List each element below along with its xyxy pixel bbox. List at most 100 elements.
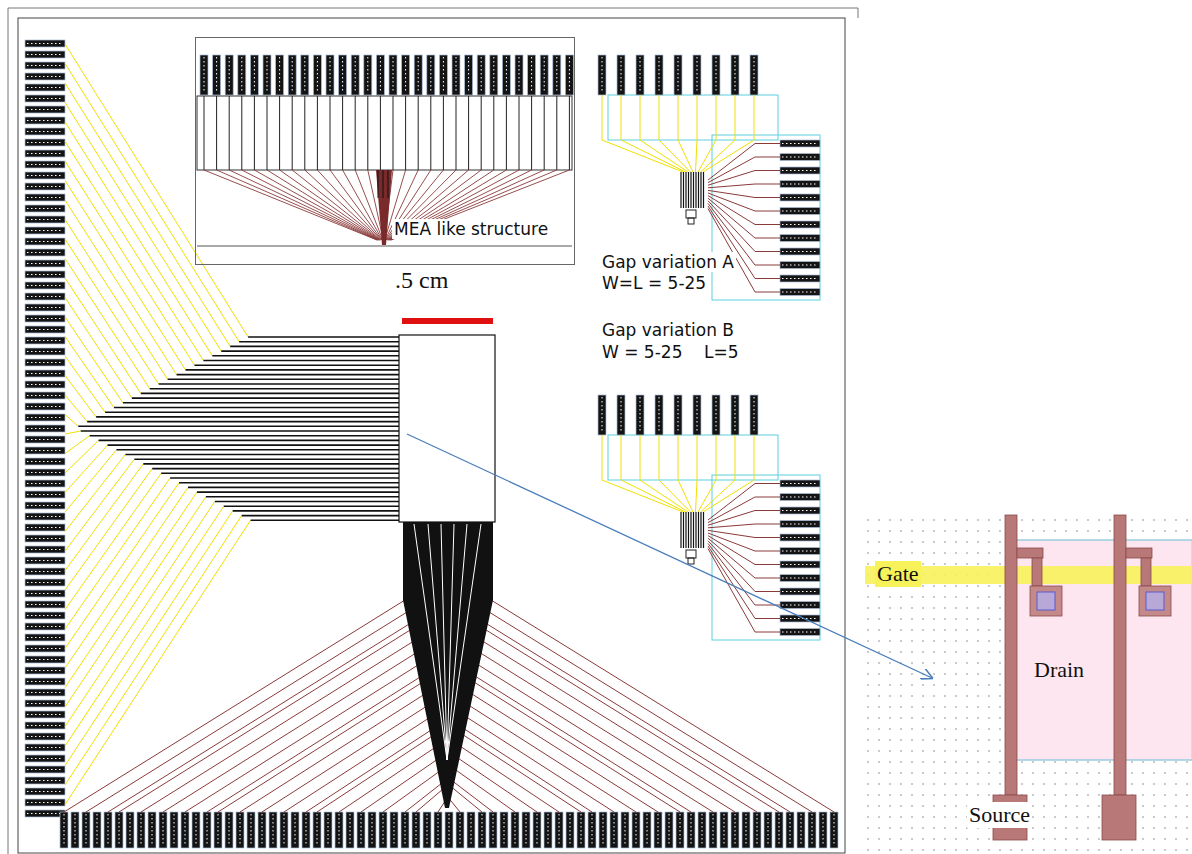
grid-dot [867, 695, 869, 697]
pad-stripe [27, 307, 63, 308]
pad-stripe [647, 814, 648, 846]
grid-dot [889, 552, 891, 554]
gate-finger [224, 505, 399, 507]
grid-dot [867, 805, 869, 807]
mea-frame [197, 246, 572, 247]
grid-dot [889, 717, 891, 719]
grid-dot [900, 827, 902, 829]
brown-trace [708, 484, 780, 521]
test-finger [683, 512, 684, 548]
grid-dot [999, 706, 1001, 708]
yellow-trace [659, 435, 691, 512]
pad-stripe [823, 814, 824, 846]
grid-dot [911, 519, 913, 521]
grid-dot [1109, 772, 1111, 774]
grid-dot [1054, 794, 1056, 796]
pad-stripe [782, 618, 818, 619]
bond-pad [71, 812, 79, 848]
mea-line [292, 96, 293, 170]
grid-dot [1175, 761, 1177, 763]
bond-pad [250, 55, 258, 95]
yellow-trace [65, 511, 233, 766]
grid-dot [922, 717, 924, 719]
grid-dot [933, 717, 935, 719]
pad-stripe [185, 814, 186, 846]
test-finger [703, 172, 704, 208]
leader-arrow [407, 434, 932, 678]
grid-dot [933, 739, 935, 741]
pad-stripe [27, 208, 63, 209]
gate-finger [152, 468, 399, 470]
grid-dot [1153, 794, 1155, 796]
grid-dot [867, 794, 869, 796]
grid-dot [878, 640, 880, 642]
grid-dot [867, 717, 869, 719]
bond-pad [401, 812, 409, 848]
bond-pad [238, 55, 246, 95]
grid-dot [966, 563, 968, 565]
bond-pad [780, 494, 820, 501]
pad-stripe [782, 591, 818, 592]
bond-pad [368, 812, 376, 848]
test-finger [698, 172, 699, 208]
pad-stripe [27, 175, 63, 176]
grid-dot [966, 618, 968, 620]
test-finger [680, 172, 681, 208]
grid-dot [999, 563, 1001, 565]
grid-dot [1076, 838, 1078, 840]
grid-dot [911, 695, 913, 697]
pad-stripe [614, 814, 615, 846]
grid-dot [988, 838, 990, 840]
pad-stripe [430, 57, 431, 93]
grid-dot [955, 684, 957, 686]
grid-dot [922, 761, 924, 763]
pad-stripe [27, 703, 63, 704]
bond-pad [25, 744, 65, 751]
grid-dot [911, 783, 913, 785]
gate-finger [141, 393, 399, 395]
grid-dot [1032, 519, 1034, 521]
test-finger [690, 172, 691, 208]
grid-dot [1043, 772, 1045, 774]
gate-stub [1141, 558, 1151, 586]
bond-pad [780, 534, 820, 541]
pad-stripe [204, 57, 205, 93]
grid-dot [1109, 530, 1111, 532]
bond-pad [203, 812, 211, 848]
brown-trace [339, 748, 434, 812]
grid-dot [966, 629, 968, 631]
brown-trace [491, 600, 834, 812]
grid-dot [977, 684, 979, 686]
mea-line [355, 96, 356, 170]
grid-dot [1186, 761, 1188, 763]
brown-trace [708, 524, 780, 528]
grid-dot [911, 530, 913, 532]
pad-stripe [27, 681, 63, 682]
brown-trace [708, 184, 780, 188]
grid-dot [966, 541, 968, 543]
grid-dot [1032, 783, 1034, 785]
yellow-trace [65, 259, 150, 389]
grid-dot [900, 805, 902, 807]
bond-pad [553, 55, 561, 95]
pad-stripe [782, 170, 818, 171]
grid-dot [889, 640, 891, 642]
grid-dot [933, 816, 935, 818]
grid-dot [933, 563, 935, 565]
pad-stripe [267, 57, 268, 93]
bond-pad [643, 812, 651, 848]
grid-dot [1120, 849, 1122, 851]
grid-dot [889, 761, 891, 763]
grid-dot [999, 739, 1001, 741]
gate-finger [96, 416, 399, 418]
bond-pad [555, 812, 563, 848]
brown-trace [708, 497, 780, 523]
test-finger [698, 512, 699, 548]
bottom-pad-array [60, 812, 838, 848]
gate-finger [212, 355, 399, 357]
pad-stripe [27, 725, 63, 726]
grid-dot [878, 827, 880, 829]
grid-dot [889, 783, 891, 785]
grid-dot [911, 706, 913, 708]
pad-stripe [438, 814, 439, 846]
